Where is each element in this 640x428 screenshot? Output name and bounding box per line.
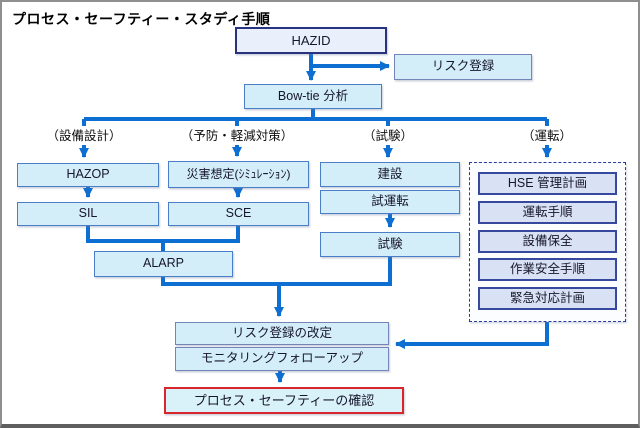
node-sce: SCE	[168, 202, 309, 226]
node-risk-register-revision: リスク登録の改定	[175, 322, 389, 345]
node-monitoring-followup: モニタリングフォローアップ	[175, 347, 389, 371]
node-hazid: HAZID	[235, 27, 387, 54]
branch-label-test: （試験）	[362, 129, 413, 143]
node-sil: SIL	[17, 202, 159, 226]
page-title: プロセス・セーフティー・スタディ手順	[12, 11, 271, 27]
node-bowtie-analysis: Bow-tie 分析	[244, 84, 382, 109]
node-work-safety-procedure: 作業安全手順	[478, 258, 617, 281]
node-disaster-simulation: 災害想定(ｼﾐｭﾚｰｼｮﾝ)	[168, 161, 309, 188]
node-equipment-maintenance: 設備保全	[478, 230, 617, 253]
node-emergency-response-plan: 緊急対応計画	[478, 287, 617, 310]
node-operation-procedure: 運転手順	[478, 201, 617, 224]
node-risk-register: リスク登録	[394, 54, 532, 80]
connector-sil-sce-merge	[86, 226, 240, 251]
branch-label-operation: （運転）	[521, 129, 572, 143]
node-alarp: ALARP	[94, 251, 233, 277]
branch-label-design: （設備設計）	[46, 129, 122, 143]
node-process-safety-confirmation: プロセス・セーフティーの確認	[164, 387, 404, 414]
arrow-operation-group-to-revision	[395, 322, 549, 349]
branch-label-prevention: （予防・軽減対策）	[180, 129, 294, 143]
node-shiken: 試験	[320, 232, 460, 257]
node-hse-management-plan: HSE 管理計画	[478, 172, 617, 195]
node-hazop: HAZOP	[17, 163, 159, 187]
node-kensetsu: 建設	[320, 162, 460, 187]
node-shiunten: 試運転	[320, 190, 460, 214]
